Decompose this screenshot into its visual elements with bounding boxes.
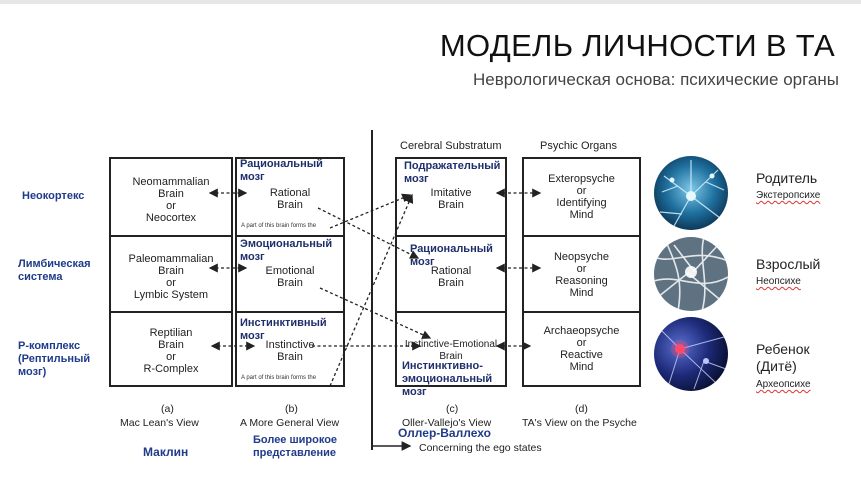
ego-state-parent-sub: Экстеропсихе (756, 190, 820, 201)
ego-state-child-label: Ребенок (Дитё) (756, 341, 818, 375)
neuron-image-blue (654, 156, 728, 230)
ego-state-child-sub: Археопсихе (756, 379, 811, 390)
arrow-b-rational-to-c-rational (318, 208, 418, 258)
arrow-b-emotional-to-c-inst-emotional (320, 288, 430, 338)
arrow-b-note-to-c-imitative-bottom (330, 195, 412, 386)
ego-state-adult-sub: Неопсихе (756, 276, 801, 287)
ego-state-adult-label: Взрослый (756, 256, 820, 273)
neuron-image-white (654, 237, 728, 311)
ego-state-parent-label: Родитель (756, 170, 817, 187)
arrow-b-note-to-c-imitative-top (330, 195, 410, 228)
neuron-image-red (654, 317, 728, 391)
